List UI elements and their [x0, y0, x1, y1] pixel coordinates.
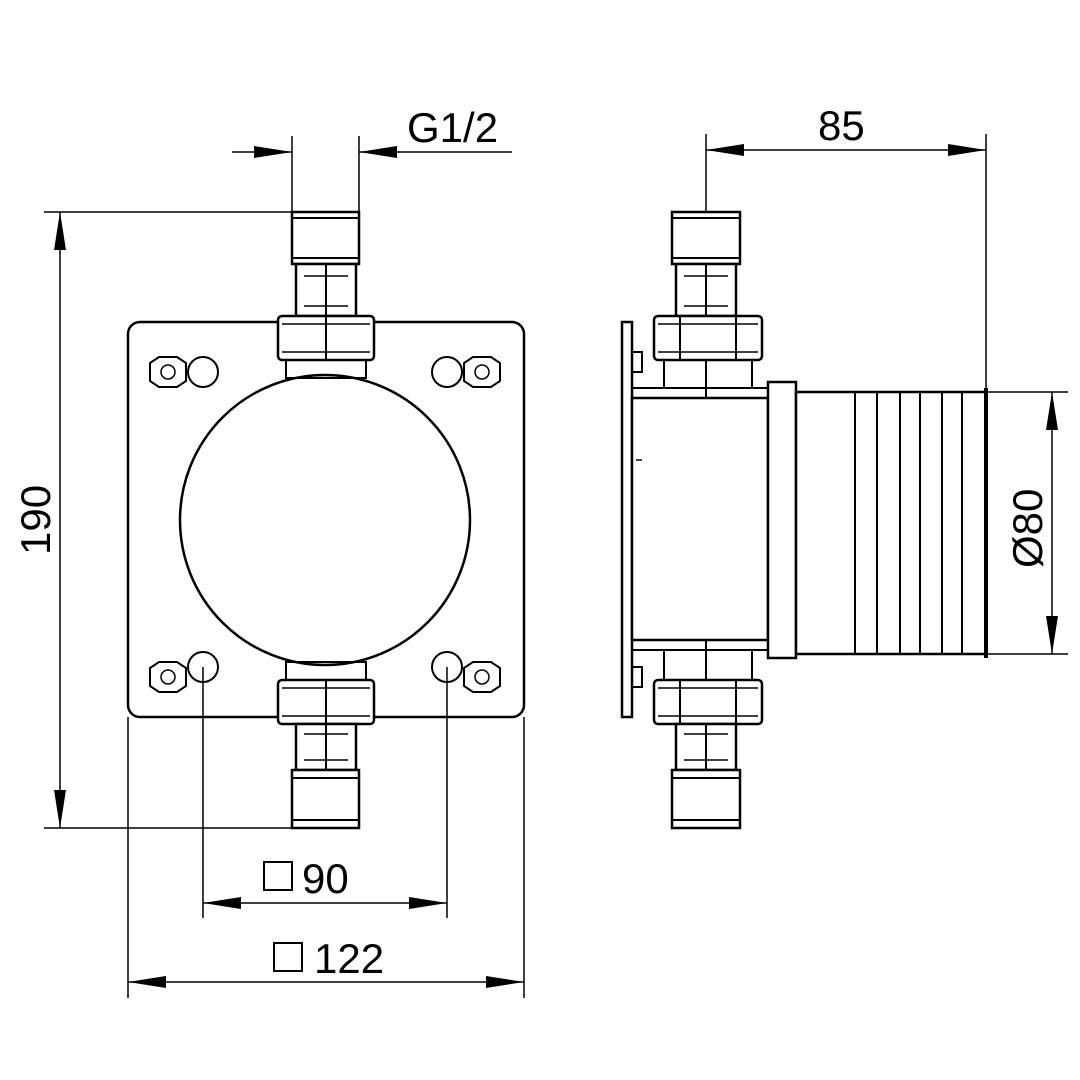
screw-bottom-left [149, 661, 187, 693]
square-symbol-icon [273, 942, 303, 972]
side-sleeve [794, 390, 988, 656]
side-top-connection [652, 210, 764, 398]
dim-outer-square-label: 122 [314, 935, 384, 982]
square-symbol-icon [263, 861, 293, 891]
front-top-connection [276, 210, 376, 379]
front-cover-disc [178, 373, 472, 667]
screw-top-left [149, 356, 187, 388]
bottom-thread-stub [290, 768, 361, 830]
front-screws [149, 356, 501, 693]
dim-height: 190 [12, 211, 292, 829]
front-view [126, 210, 526, 830]
side-clip-top [631, 351, 643, 373]
side-sleeve-ribs [854, 392, 963, 654]
hole-top-left [187, 356, 219, 388]
front-bottom-connection [276, 661, 376, 830]
screw-bottom-right [463, 661, 501, 693]
dim-depth: 85 [705, 102, 987, 388]
dim-diameter-label: Ø80 [1004, 489, 1051, 568]
side-clip-bottom [631, 666, 643, 688]
dim-diameter: Ø80 [986, 391, 1068, 655]
dim-inner-square-label: 90 [302, 855, 349, 902]
dim-thread: G1/2 [232, 104, 512, 212]
dim-thread-label: G1/2 [407, 104, 498, 151]
side-view [620, 210, 988, 830]
top-inner-stem [285, 359, 367, 379]
side-bottom-connection [652, 640, 764, 830]
dim-outer-square: 122 [127, 717, 525, 998]
dim-height-label: 190 [12, 485, 59, 555]
side-main-body [630, 396, 770, 642]
dim-depth-label: 85 [818, 102, 865, 149]
hole-top-right [431, 356, 463, 388]
side-flange [766, 380, 798, 660]
screw-top-right [463, 356, 501, 388]
front-holes [187, 356, 463, 683]
top-thread-stub [290, 210, 361, 266]
dim-inner-square: 90 [202, 667, 448, 918]
side-wall-plate [620, 320, 634, 719]
